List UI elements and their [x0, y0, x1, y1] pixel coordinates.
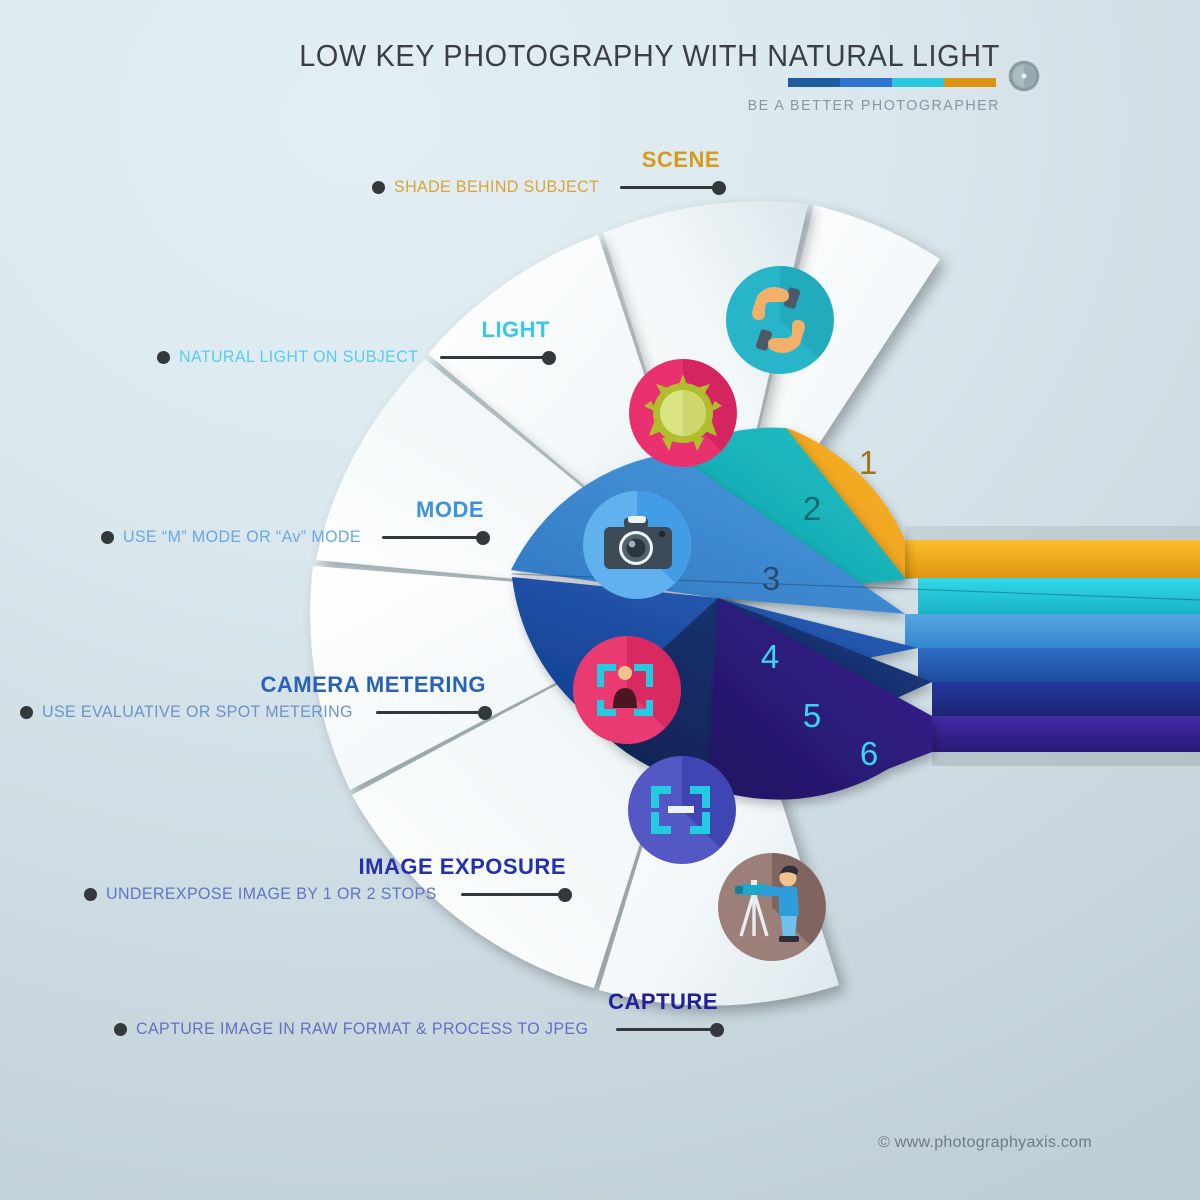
leader-line-6: [616, 1028, 718, 1032]
step-title-3: MODE: [416, 497, 484, 522]
wedge-number-5: 5: [803, 697, 821, 734]
leader-line-4: [376, 711, 486, 715]
ribbon-1: [905, 540, 1200, 578]
step-label-4[interactable]: CAMERA METERING USE EVALUATIVE OR SPOT M…: [16, 672, 486, 722]
icon-disc-1: [726, 266, 834, 374]
icon-disc-3: [583, 491, 691, 599]
accent-bar: [0, 78, 1000, 87]
ribbon-6: [932, 716, 1200, 752]
accent-bar-segment-3: [892, 78, 944, 87]
minus-glyph: [668, 806, 694, 813]
wedge-number-1: 1: [859, 444, 877, 481]
camera-icon: [604, 516, 672, 569]
icon-disc-2: [629, 359, 737, 467]
step-subtitle-4: USE EVALUATIVE OR SPOT METERING: [41, 703, 353, 722]
step-subtitle-6: CAPTURE IMAGE IN RAW FORMAT & PROCESS TO…: [135, 1020, 589, 1039]
bullet-2: [157, 351, 171, 365]
exposure-minus-icon: [651, 786, 710, 834]
wedge-6: [707, 598, 932, 800]
step-label-3[interactable]: MODE USE “M” MODE OR “Av” MODE: [74, 497, 484, 547]
ribbon-group: [905, 526, 1200, 766]
wedge-number-2: 2: [803, 490, 821, 527]
step-title-1: SCENE: [641, 147, 720, 172]
wedge-number-4: 4: [761, 638, 779, 675]
icon-disc-6: [718, 853, 826, 961]
leader-line-1: [620, 186, 720, 190]
wedge-number-3: 3: [762, 560, 780, 597]
ribbon-5: [932, 682, 1200, 716]
step-subtitle-5: UNDEREXPOSE IMAGE BY 1 OR 2 STOPS: [106, 885, 437, 904]
person-silhouette: [613, 666, 637, 708]
accent-bar-segment-1: [788, 78, 840, 87]
header: LOW KEY PHOTOGRAPHY WITH NATURAL LIGHT B…: [0, 38, 1000, 114]
bullet-6: [113, 1023, 127, 1037]
icon-disc-5: [628, 756, 736, 864]
wedge-number-6: 6: [860, 735, 878, 772]
leader-line-5: [461, 893, 566, 897]
ribbon-4: [918, 648, 1200, 682]
step-label-6[interactable]: CAPTURE CAPTURE IMAGE IN RAW FORMAT & PR…: [88, 989, 718, 1039]
step-label-2[interactable]: LIGHT NATURAL LIGHT ON SUBJECT: [130, 317, 550, 367]
page-title: LOW KEY PHOTOGRAPHY WITH NATURAL LIGHT: [299, 38, 1000, 73]
accent-bar-segment-4: [944, 78, 996, 87]
step-subtitle-1: SHADE BEHIND SUBJECT: [394, 178, 600, 197]
ribbon-3: [905, 614, 1200, 648]
step-title-6: CAPTURE: [608, 989, 718, 1014]
leader-line-3: [382, 536, 484, 540]
step-subtitle-3: USE “M” MODE OR “Av” MODE: [122, 528, 361, 547]
step-title-5: IMAGE EXPOSURE: [358, 854, 566, 879]
step-subtitle-2: NATURAL LIGHT ON SUBJECT: [179, 348, 419, 367]
ribbon-2: [918, 578, 1200, 614]
bullet-1: [372, 181, 386, 195]
sun-icon: [644, 374, 722, 451]
footer-copyright: © www.photographyaxis.com: [877, 1134, 1092, 1151]
bullet-4: [19, 706, 33, 720]
step-label-5[interactable]: IMAGE EXPOSURE UNDEREXPOSE IMAGE BY 1 OR…: [76, 854, 566, 904]
step-label-1[interactable]: SCENE SHADE BEHIND SUBJECT: [340, 147, 720, 197]
shutter-icon: [1008, 60, 1040, 92]
tripod-photographer-icon: [735, 865, 799, 942]
step-title-2: LIGHT: [481, 317, 550, 342]
page-subtitle: BE A BETTER PHOTOGRAPHER: [747, 97, 1000, 114]
step-title-4: CAMERA METERING: [260, 672, 486, 697]
person-metering-icon: [597, 664, 653, 716]
leader-line-2: [440, 356, 550, 360]
bullet-3: [100, 531, 114, 545]
icon-disc-4: [573, 636, 681, 744]
bullet-5: [84, 888, 98, 902]
framing-hands-icon: [752, 287, 805, 353]
accent-bar-segment-2: [840, 78, 892, 87]
